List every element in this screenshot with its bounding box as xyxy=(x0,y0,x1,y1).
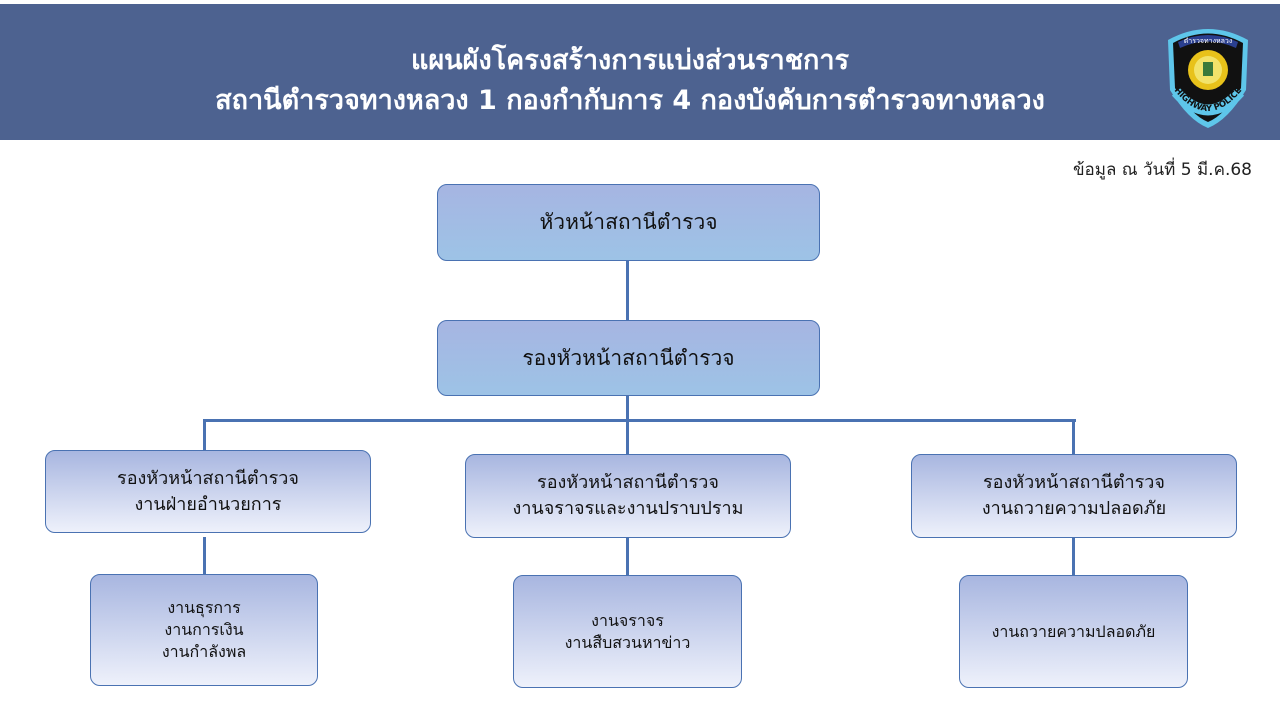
branch-title: รองหัวหน้าสถานีตำรวจ xyxy=(983,472,1165,493)
unit-label: งานจราจร xyxy=(591,610,664,630)
units-security-box: งานถวายความปลอดภัย xyxy=(959,575,1188,688)
title-line-1: แผนผังโครงสร้างการแบ่งส่วนราชการ xyxy=(410,45,850,76)
connector xyxy=(203,419,1076,422)
deputy-box: รองหัวหน้าสถานีตำรวจ xyxy=(437,320,820,396)
connector xyxy=(626,537,629,575)
branch-traffic-box: รองหัวหน้าสถานีตำรวจงานจราจรและงานปราบปร… xyxy=(465,454,791,538)
connector xyxy=(203,419,206,451)
branch-title: รองหัวหน้าสถานีตำรวจ xyxy=(117,467,299,489)
branch-admin-box: รองหัวหน้าสถานีตำรวจงานฝ่ายอำนวยการ xyxy=(45,450,371,533)
data-date: ข้อมูล ณ วันที่ 5 มี.ค.68 xyxy=(1072,160,1252,180)
connector xyxy=(1072,537,1075,575)
head-label: หัวหน้าสถานีตำรวจ xyxy=(539,210,718,234)
header-banner: แผนผังโครงสร้างการแบ่งส่วนราชการ สถานีตำ… xyxy=(0,4,1280,140)
connector xyxy=(203,537,206,575)
units-admin-box: งานธุรการงานการเงินงานกำลังพล xyxy=(90,574,318,686)
branch-title: รองหัวหน้าสถานีตำรวจ xyxy=(537,472,719,493)
branch-subtitle: งานถวายความปลอดภัย xyxy=(981,498,1167,519)
title-line-2: สถานีตำรวจทางหลวง 1 กองกำกับการ 4 กองบัง… xyxy=(215,85,1045,116)
head-box: หัวหน้าสถานีตำรวจ xyxy=(437,184,820,261)
deputy-label: รองหัวหน้าสถานีตำรวจ xyxy=(522,345,735,370)
connector xyxy=(626,395,629,455)
branch-subtitle: งานจราจรและงานปราบปราม xyxy=(512,498,744,519)
branch-security-box: รองหัวหน้าสถานีตำรวจงานถวายความปลอดภัย xyxy=(911,454,1237,538)
unit-label: งานการเงิน xyxy=(164,620,244,639)
unit-label: งานสืบสวนหาข่าว xyxy=(564,632,691,652)
unit-label: งานธุรการ xyxy=(167,598,241,617)
branch-subtitle: งานฝ่ายอำนวยการ xyxy=(134,493,282,515)
unit-label: งานกำลังพล xyxy=(161,642,247,661)
unit-label: งานถวายความปลอดภัย xyxy=(991,621,1156,641)
badge-top-text: ตำรวจทางหลวง xyxy=(1184,37,1232,45)
connector xyxy=(626,260,629,320)
highway-police-badge-icon: ตำรวจทางหลวง HIGHWAY POLICE xyxy=(1168,29,1248,128)
units-traffic-box: งานจราจรงานสืบสวนหาข่าว xyxy=(513,575,742,688)
connector xyxy=(1072,419,1075,455)
